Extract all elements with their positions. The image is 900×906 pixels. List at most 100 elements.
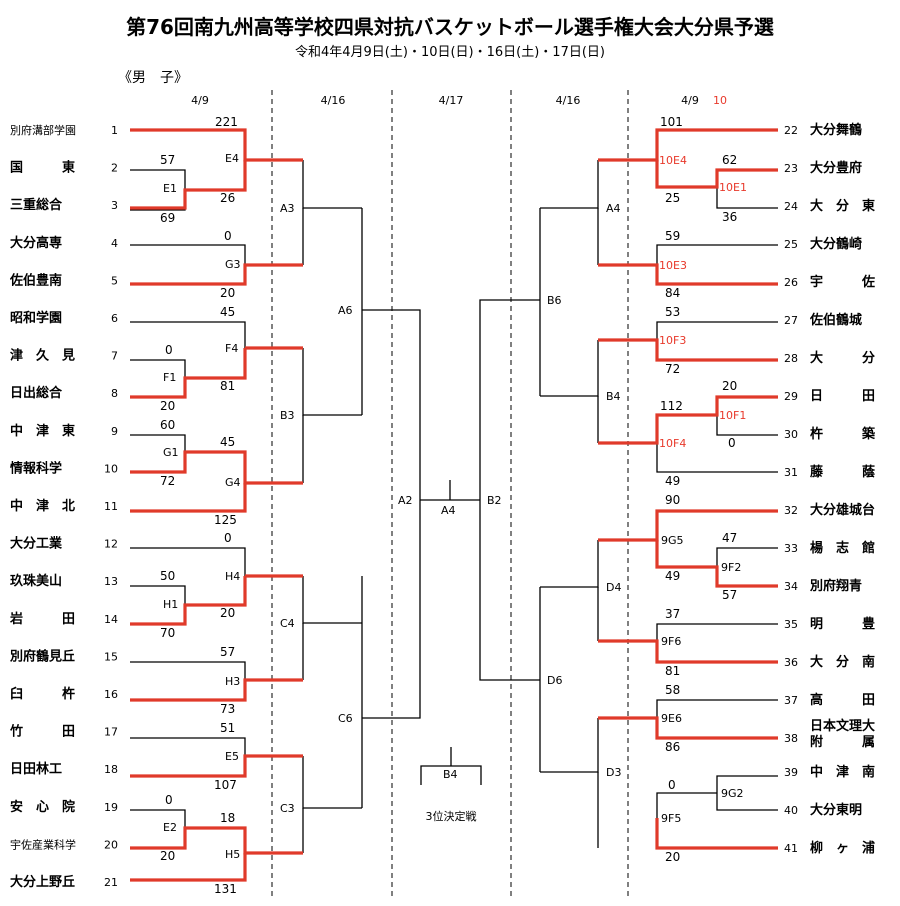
date-round-2-left: 4/16 (321, 94, 346, 107)
right-team-name: 大分鶴崎 (810, 236, 862, 252)
right-team-number: 34 (784, 580, 798, 593)
game-label: F1 (163, 371, 176, 384)
score: 0 (165, 343, 173, 357)
score: 221 (215, 115, 238, 129)
right-team-number: 25 (784, 238, 798, 251)
left-team-name: 竹 田 (9, 724, 75, 740)
date-round-2-right: 4/16 (556, 94, 581, 107)
game-label: G1 (163, 446, 179, 459)
left-team-number: 5 (111, 274, 118, 287)
score: 60 (160, 418, 175, 432)
right-team-name: 別府翔青 (809, 578, 862, 594)
right-team-number: 22 (784, 124, 798, 137)
score: 20 (722, 379, 737, 393)
game-label: D4 (606, 581, 621, 594)
left-team-number: 18 (104, 763, 118, 776)
game-label: F4 (225, 342, 238, 355)
score: 57 (722, 588, 737, 602)
score: 18 (220, 811, 235, 825)
score: 81 (665, 664, 680, 678)
left-team-number: 2 (111, 162, 118, 175)
left-team-number: 12 (104, 538, 118, 551)
score: 101 (660, 115, 683, 129)
score: 0 (668, 778, 676, 792)
left-team-number: 21 (104, 876, 118, 889)
right-team-name: 大 分 (810, 350, 875, 366)
right-team-number: 41 (784, 842, 798, 855)
score: 0 (224, 531, 232, 545)
score: 45 (220, 305, 235, 319)
game-label: A6 (338, 304, 353, 317)
right-team-number: 24 (784, 200, 798, 213)
right-team-name: 大分豊府 (810, 160, 862, 176)
game-label: 9F2 (721, 561, 741, 574)
right-game-labels: 10E4 10E1 10E3 10F3 10F1 10F4 9G5 9F2 9F… (547, 154, 747, 825)
right-team-name: 中 津 南 (810, 764, 875, 780)
score: 0 (224, 229, 232, 243)
game-label: H1 (163, 598, 178, 611)
left-team-name: 別府溝部学園 (10, 123, 76, 137)
score: 53 (665, 305, 680, 319)
score: 73 (220, 702, 235, 716)
game-label: H5 (225, 848, 240, 861)
left-team-name: 大分工業 (10, 536, 63, 552)
game-label: H4 (225, 570, 240, 583)
left-team-name: 日出総合 (10, 385, 63, 401)
score: 50 (160, 569, 175, 583)
game-label: H3 (225, 675, 240, 688)
score: 47 (722, 531, 737, 545)
score: 20 (160, 849, 175, 863)
right-team-name: 附 属 (810, 734, 875, 750)
game-label: 10E1 (719, 181, 747, 194)
score: 20 (665, 850, 680, 864)
left-team-number: 13 (104, 575, 118, 588)
right-team-number: 35 (784, 618, 798, 631)
game-label: 10F4 (659, 437, 686, 450)
left-scores: 221 57 26 69 0 20 45 0 81 20 60 45 72 12… (160, 115, 238, 896)
score: 72 (665, 362, 680, 376)
right-team-number: 37 (784, 694, 798, 707)
score: 112 (660, 399, 683, 413)
page-title: 第76回南九州高等学校四県対抗バスケットボール選手権大会大分県予選 (126, 15, 774, 39)
right-team-name: 柳 ヶ 浦 (810, 840, 875, 856)
left-team-name: 日田林工 (10, 761, 62, 777)
game-label: 10F1 (719, 409, 746, 422)
right-team-number: 26 (784, 276, 798, 289)
game-label: 10E3 (659, 259, 687, 272)
game-label: A2 (398, 494, 413, 507)
right-team-number: 32 (784, 504, 798, 517)
left-team-name: 安 心 院 (10, 799, 75, 815)
date-final: 4/17 (439, 94, 464, 107)
right-team-number: 29 (784, 390, 798, 403)
right-team-name: 佐伯鶴城 (809, 312, 862, 328)
right-team-name: 日本文理大 (810, 718, 875, 734)
right-team-name: 宇 佐 (810, 274, 875, 290)
right-team-number: 38 (784, 732, 798, 745)
left-team-number: 10 (104, 462, 118, 475)
date-round-1-right-extra: 10 (713, 94, 727, 107)
score: 62 (722, 153, 737, 167)
right-team-name: 大分舞鶴 (810, 122, 862, 138)
right-team-name: 明 豊 (810, 616, 875, 632)
score: 57 (160, 153, 175, 167)
left-team-number: 14 (104, 613, 118, 626)
right-team-number: 40 (784, 804, 798, 817)
right-team-number: 31 (784, 466, 798, 479)
score: 90 (665, 493, 680, 507)
game-label: 10E4 (659, 154, 687, 167)
right-team-number: 23 (784, 162, 798, 175)
right-team-number: 30 (784, 428, 798, 441)
game-label: E5 (225, 750, 239, 763)
left-team-number: 9 (111, 425, 118, 438)
game-label: E4 (225, 152, 239, 165)
score: 72 (160, 474, 175, 488)
game-label: C3 (280, 802, 295, 815)
right-team-name: 大分雄城台 (810, 502, 875, 518)
left-team-name: 中 津 東 (10, 423, 75, 439)
left-bracket-lines (130, 128, 480, 882)
game-label: 10F3 (659, 334, 686, 347)
game-label: 9G5 (661, 534, 684, 547)
left-team-name: 佐伯豊南 (9, 272, 62, 288)
